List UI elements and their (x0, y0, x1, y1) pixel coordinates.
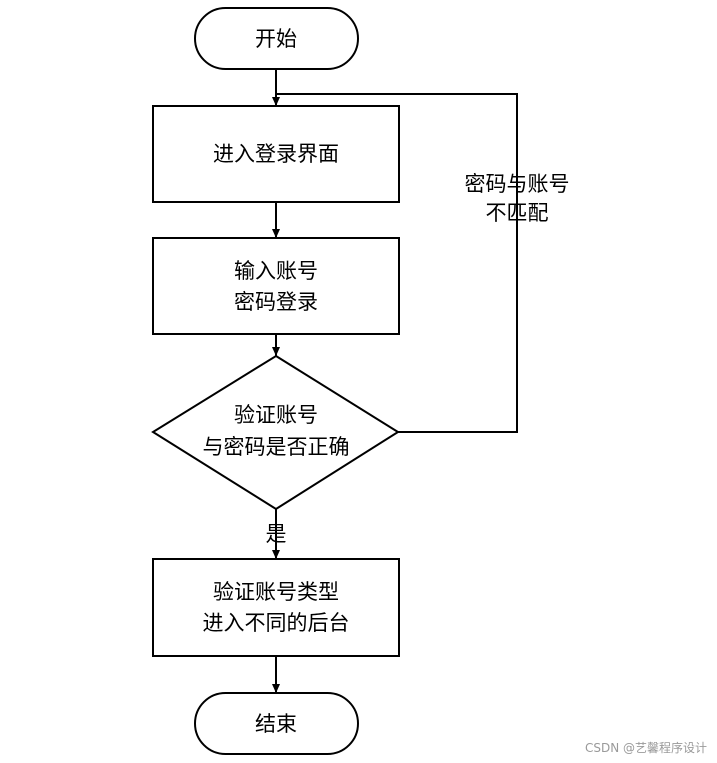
end-label: 结束 (255, 712, 297, 736)
edge-label-mismatch-line1: 密码与账号 (465, 172, 570, 196)
edge-label-yes: 是 (266, 522, 287, 546)
start-label: 开始 (255, 27, 297, 51)
verify-decision (151, 354, 400, 511)
start-terminal (194, 7, 359, 70)
route-backend-label-line2: 进入不同的后台 (203, 611, 350, 635)
enter-login-label: 进入登录界面 (213, 142, 339, 166)
edge-verify-loop-back (276, 93, 518, 433)
input-credentials-label-line2: 密码登录 (234, 290, 318, 314)
verify-label-line1: 验证账号 (234, 403, 318, 427)
verify-label-line2: 与密码是否正确 (203, 435, 350, 459)
end-terminal (194, 692, 359, 755)
route-backend-process (152, 558, 400, 657)
csdn-watermark: CSDN @艺馨程序设计 (584, 741, 707, 755)
input-credentials-label-line1: 输入账号 (234, 259, 318, 283)
edge-label-mismatch-line2: 不匹配 (486, 201, 549, 225)
input-credentials-process (152, 237, 400, 335)
enter-login-process (152, 105, 400, 203)
route-backend-label-line1: 验证账号类型 (213, 580, 339, 604)
